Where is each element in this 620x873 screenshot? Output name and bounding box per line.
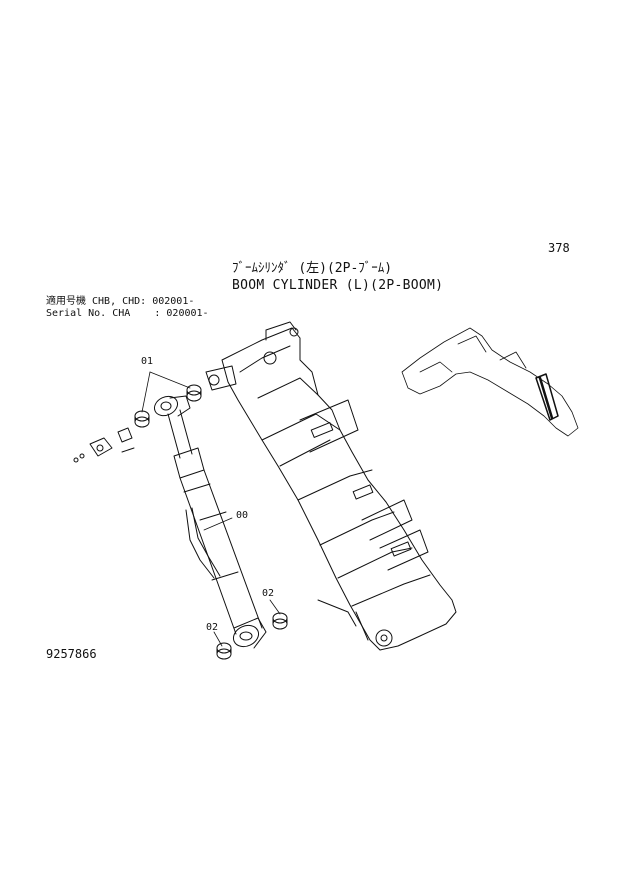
title-japanese: ﾌﾞｰﾑｼﾘﾝﾀﾞ (左)(2P-ﾌﾞｰﾑ)	[232, 261, 393, 276]
page-number: 378	[548, 241, 570, 255]
bushings-drawing	[73, 384, 288, 660]
leader-lines	[141, 371, 281, 647]
boom-cylinder-drawing	[153, 395, 267, 649]
callout-00: 00	[236, 510, 248, 521]
callout-01: 01	[141, 356, 153, 367]
excavator-thumbnail	[401, 327, 579, 437]
callout-02-lower: 02	[206, 622, 218, 633]
callout-02-upper: 02	[262, 588, 274, 599]
drawing-number: 9257866	[46, 647, 97, 661]
applicability-line-2: Serial No. CHA : 020001-	[46, 308, 209, 319]
boom-drawing	[205, 321, 457, 651]
applicability-line-1: 適用号機 CHB, CHD: 002001-	[46, 296, 195, 307]
title-english: BOOM CYLINDER (L)(2P-BOOM)	[232, 278, 444, 293]
